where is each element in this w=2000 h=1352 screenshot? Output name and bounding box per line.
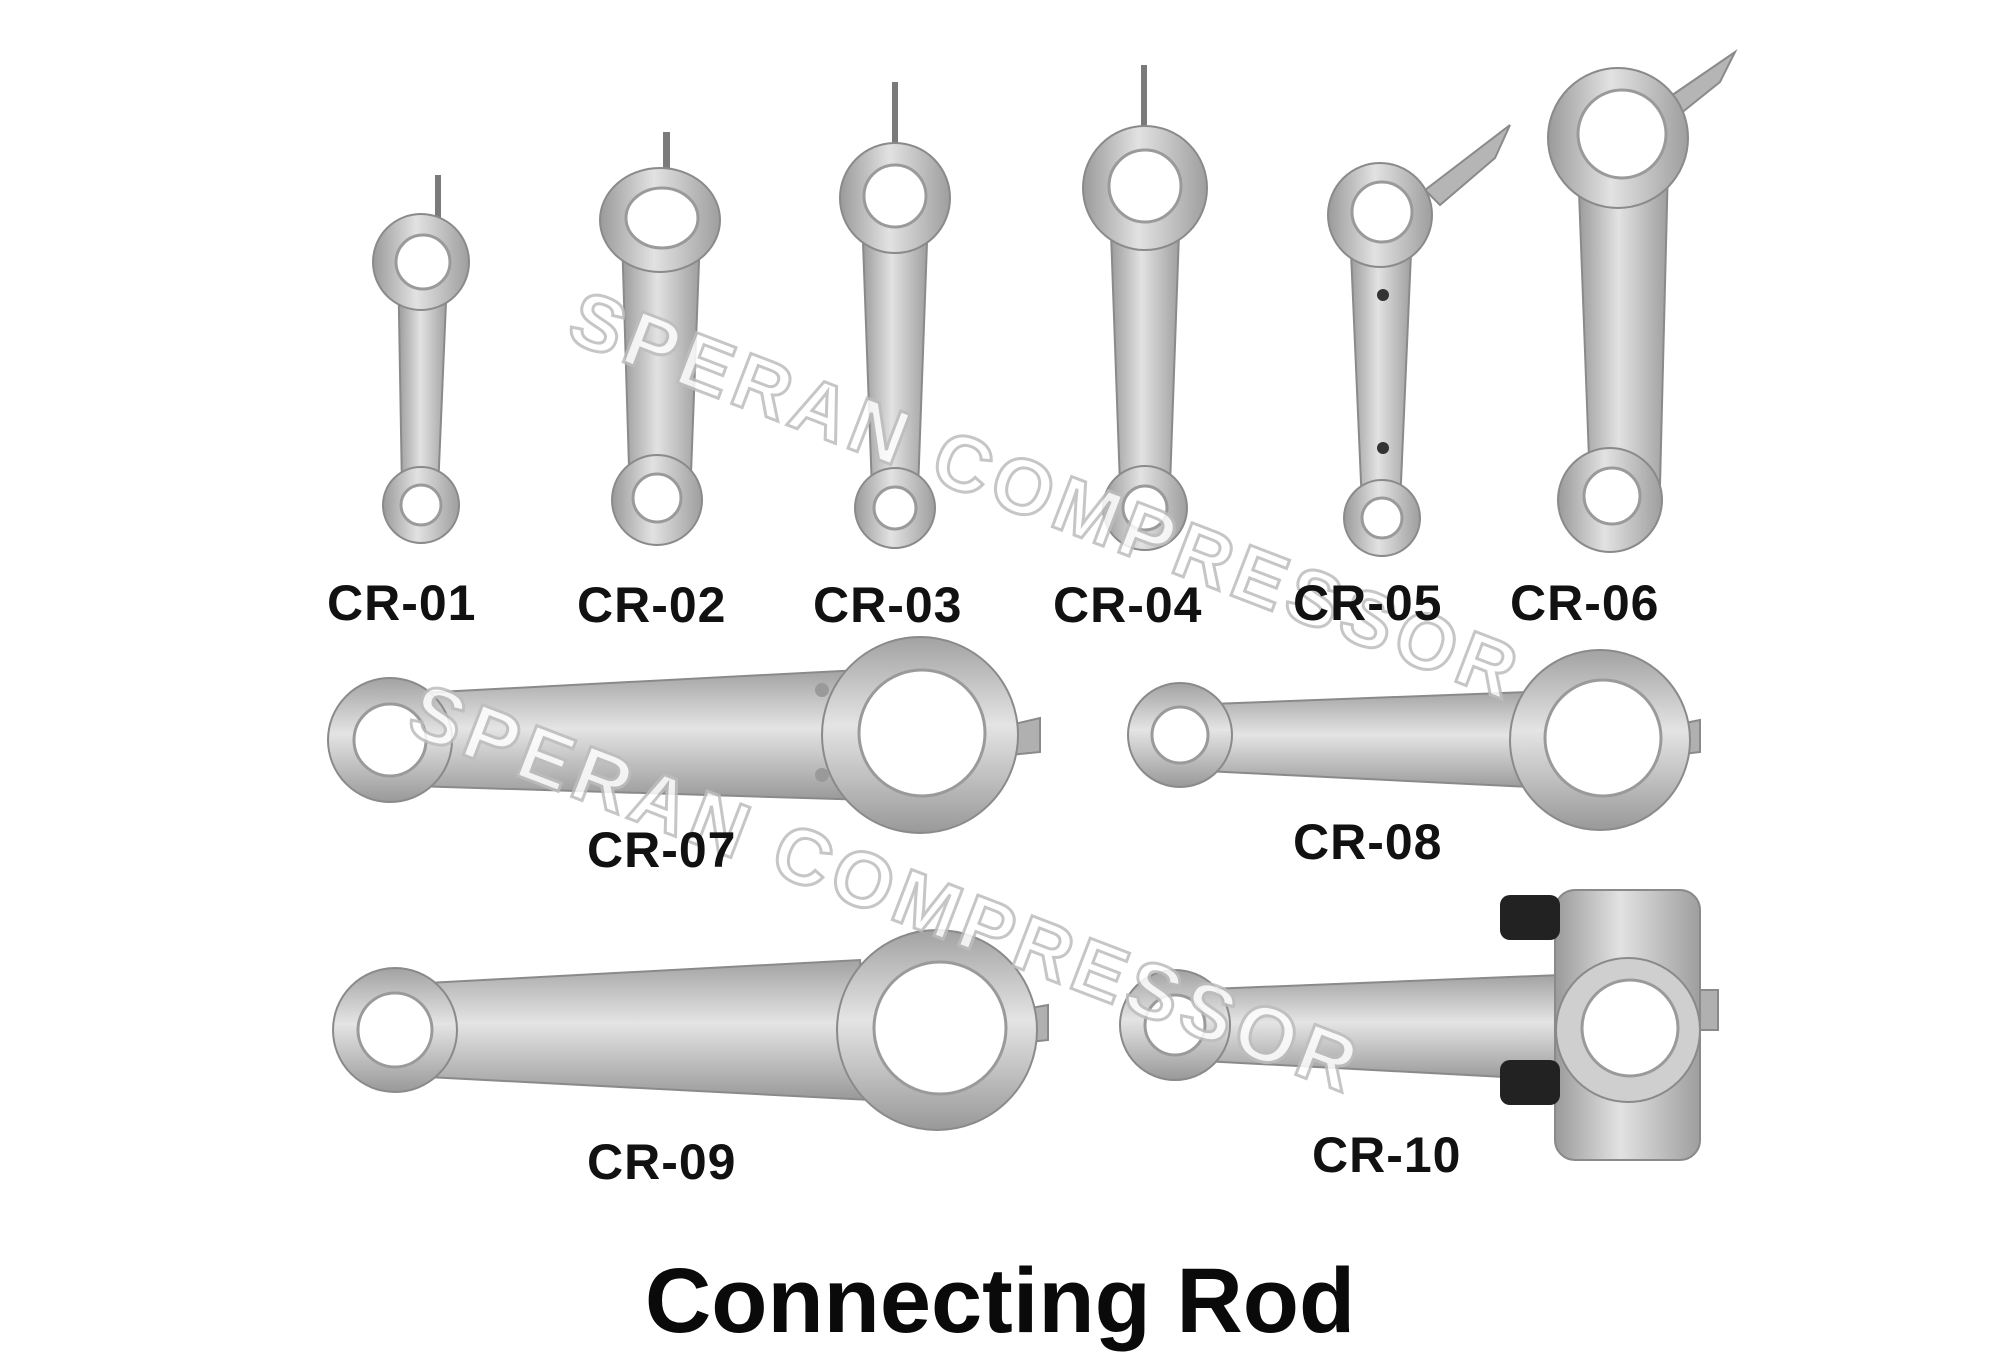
rod-cr-01 xyxy=(372,175,470,544)
page-title: Connecting Rod xyxy=(644,1250,1356,1352)
product-label-cr-05: CR-05 xyxy=(1293,575,1443,631)
rod-cr-06 xyxy=(1547,48,1738,553)
product-label-cr-02: CR-02 xyxy=(577,577,727,633)
product-label-cr-01: CR-01 xyxy=(327,575,477,631)
rod-cr-08 xyxy=(1127,649,1701,831)
rod-cr-02 xyxy=(599,132,721,546)
product-label-cr-08: CR-08 xyxy=(1293,814,1443,870)
rod-cr-04 xyxy=(1082,65,1208,551)
rod-cr-09 xyxy=(332,929,1049,1131)
rod-cr-05 xyxy=(1327,124,1511,557)
rod-cr-07 xyxy=(327,636,1041,834)
rod-cr-03 xyxy=(839,82,951,549)
product-label-cr-09: CR-09 xyxy=(587,1134,737,1190)
rod-cr-10 xyxy=(1119,889,1719,1161)
product-label-cr-10: CR-10 xyxy=(1312,1127,1462,1183)
product-label-cr-03: CR-03 xyxy=(813,577,963,633)
product-label-cr-06: CR-06 xyxy=(1510,575,1660,631)
product-label-cr-04: CR-04 xyxy=(1053,577,1203,633)
product-label-cr-07: CR-07 xyxy=(587,822,737,878)
